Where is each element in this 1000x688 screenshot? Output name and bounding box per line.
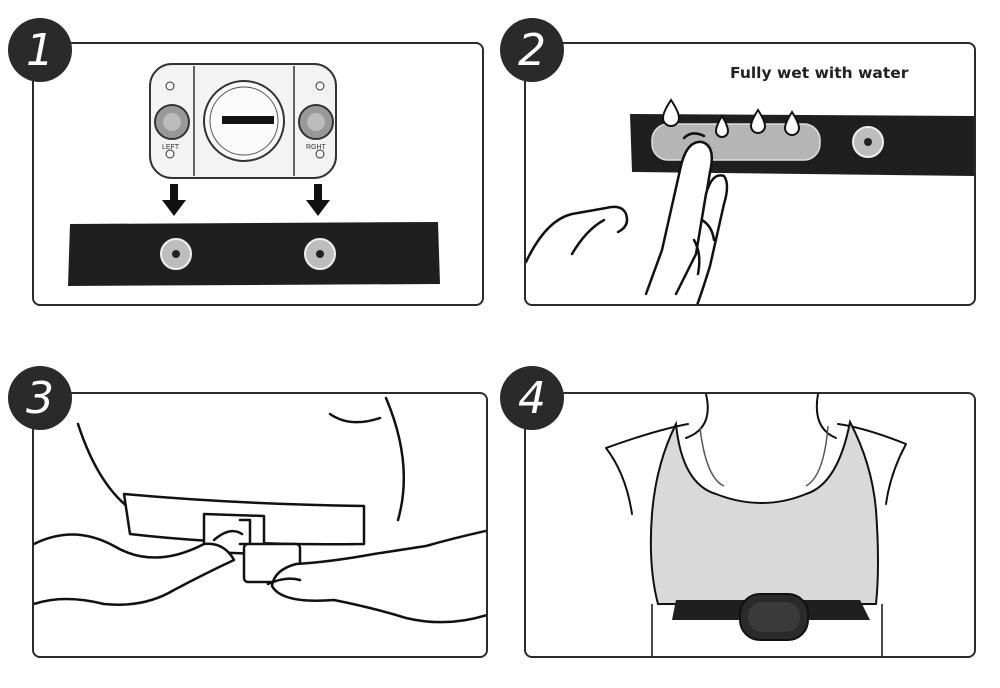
- wet-electrodes-illustration: [526, 98, 974, 304]
- chin-outline: [328, 412, 382, 424]
- step-4-panel: [524, 392, 976, 658]
- step-3-panel: [32, 392, 488, 658]
- wet-instruction-caption: Fully wet with water: [730, 64, 909, 82]
- buckle-strap-illustration: [34, 396, 486, 624]
- step-4-badge: 4: [500, 366, 564, 430]
- step-1-panel: LEFT RGHT: [32, 42, 484, 306]
- right-hand: [270, 529, 486, 624]
- down-arrow-right-icon: [306, 184, 330, 216]
- attach-sensor-illustration: [68, 63, 440, 286]
- worn-strap-illustration: [605, 394, 907, 656]
- water-drop-icon: [661, 98, 801, 138]
- chest-strap: [672, 593, 870, 641]
- down-arrow-left-icon: [162, 184, 186, 216]
- sensor-left-label: LEFT: [162, 144, 180, 151]
- step-2-panel: Fully wet with water: [524, 42, 976, 306]
- neck-outline: [685, 394, 837, 439]
- step-1-badge: 1: [8, 18, 72, 82]
- sports-bra: [649, 419, 879, 605]
- sensor-module: [149, 63, 337, 179]
- chest-strap: [68, 222, 440, 286]
- left-shoulder: [605, 423, 689, 515]
- hand-illustration: [526, 132, 729, 304]
- right-shoulder: [837, 423, 907, 505]
- step-2-badge: 2: [500, 18, 564, 82]
- left-hand: [34, 533, 236, 606]
- sensor-right-label: RGHT: [306, 144, 326, 151]
- step-3-badge: 3: [8, 366, 72, 430]
